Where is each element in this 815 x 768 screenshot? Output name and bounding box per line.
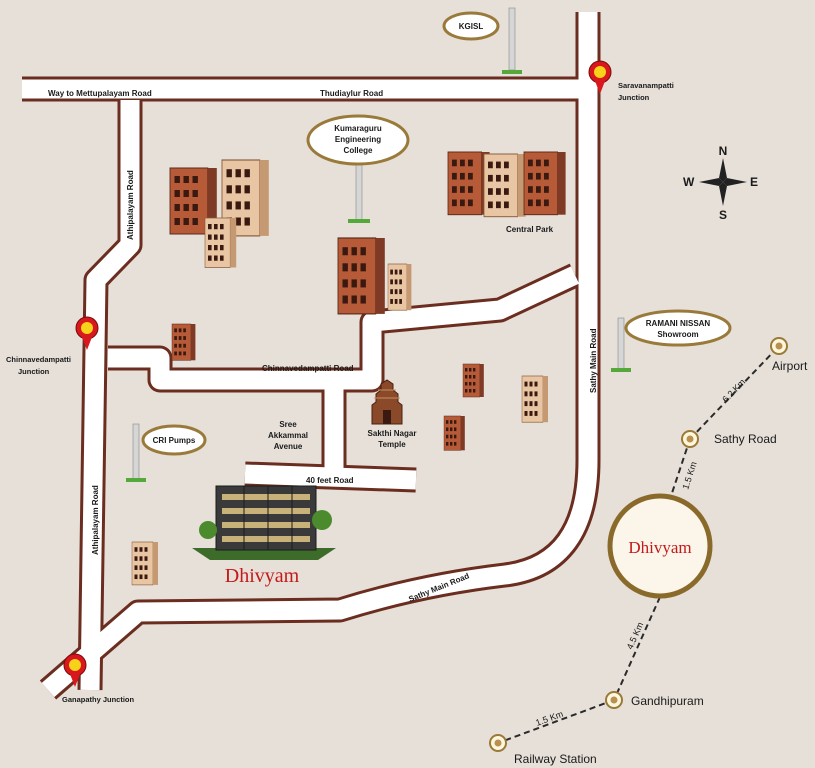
kumaraguru-label-1: Kumaraguru bbox=[334, 124, 382, 133]
dist-sathy: 1.5 Km bbox=[680, 460, 698, 490]
dhivyam-ring bbox=[607, 493, 713, 599]
sree-akkammal-label-3: Avenue bbox=[274, 442, 303, 451]
road-label-mettupalayam: Way to Mettupalayam Road bbox=[48, 89, 152, 98]
kumaraguru-landmark: Kumaraguru Engineering College bbox=[306, 114, 410, 223]
sakthi-nagar-label-1: Sakthi Nagar bbox=[368, 429, 417, 438]
building-icon bbox=[204, 217, 237, 268]
airport-dot-icon bbox=[770, 337, 788, 355]
building-icon bbox=[443, 415, 466, 451]
junction-label-saravanampatti-2: Junction bbox=[618, 93, 650, 102]
ring-title: Dhivyam bbox=[628, 538, 691, 557]
compass-n: N bbox=[719, 144, 728, 158]
road-label-40-feet: 40 feet Road bbox=[306, 476, 354, 485]
road-network bbox=[22, 12, 601, 700]
building-icon bbox=[483, 153, 527, 218]
building-icon bbox=[523, 151, 567, 216]
kgisl-landmark: KGISL bbox=[442, 7, 522, 74]
place-airport: Airport bbox=[772, 359, 808, 373]
compass-w: W bbox=[683, 175, 695, 189]
compass-e: E bbox=[750, 175, 758, 189]
junction-label-saravanampatti-1: Saravanampatti bbox=[618, 81, 674, 90]
ramani-nissan-landmark: RAMANI NISSAN Showroom bbox=[611, 309, 732, 372]
place-railway-station: Railway Station bbox=[514, 752, 597, 766]
sree-akkammal-label-2: Akkammal bbox=[268, 431, 308, 440]
compass-icon: N S E W bbox=[683, 144, 758, 222]
place-gandhipuram: Gandhipuram bbox=[631, 694, 704, 708]
central-park-label: Central Park bbox=[506, 225, 554, 234]
dhivyam-project-image bbox=[192, 485, 336, 560]
road-label-sathy-main-right: Sathy Main Road bbox=[589, 328, 598, 393]
cri-pumps-label: CRI Pumps bbox=[153, 436, 196, 445]
junction-label-ganapathy: Ganapathy Junction bbox=[62, 695, 135, 704]
building-icon bbox=[337, 237, 386, 315]
cri-pumps-landmark: CRI Pumps bbox=[126, 423, 207, 482]
building-icon bbox=[131, 541, 159, 586]
dist-railway: 1.5 Km bbox=[534, 709, 564, 728]
sathy-road-dot-icon bbox=[681, 430, 699, 448]
building-icon bbox=[447, 151, 491, 216]
junction-label-chinnavedampatti-1: Chinnavedampatti bbox=[6, 355, 71, 364]
dist-airport: 6.2 Km bbox=[720, 377, 747, 404]
kumaraguru-label-2: Engineering bbox=[335, 135, 381, 144]
kumaraguru-label-3: College bbox=[344, 146, 373, 155]
building-icon bbox=[521, 375, 549, 423]
road-label-athipalayam-bottom: Athipalayam Road bbox=[91, 485, 100, 555]
sree-akkammal-label-1: Sree bbox=[279, 420, 297, 429]
temple-icon bbox=[371, 379, 403, 425]
compass-s: S bbox=[719, 208, 727, 222]
building-icon bbox=[462, 363, 485, 398]
building-icon bbox=[171, 323, 196, 361]
building-icon bbox=[387, 263, 412, 311]
project-title: Dhivyam bbox=[225, 565, 300, 587]
kgisl-label: KGISL bbox=[459, 22, 484, 31]
junction-label-chinnavedampatti-2: Junction bbox=[18, 367, 50, 376]
place-sathy-road: Sathy Road bbox=[714, 432, 777, 446]
road-label-thudiyalur: Thudiaylur Road bbox=[320, 89, 383, 98]
gandhipuram-dot-icon bbox=[605, 691, 623, 709]
road-label-chinnavedampatti: Chinnavedampatti Road bbox=[262, 364, 354, 373]
ramani-label-1: RAMANI NISSAN bbox=[646, 319, 711, 328]
road-label-athipalayam-top: Athipalayam Road bbox=[126, 170, 135, 240]
railway-dot-icon bbox=[489, 734, 507, 752]
sakthi-nagar-label-2: Temple bbox=[378, 440, 406, 449]
ramani-label-2: Showroom bbox=[657, 330, 698, 339]
